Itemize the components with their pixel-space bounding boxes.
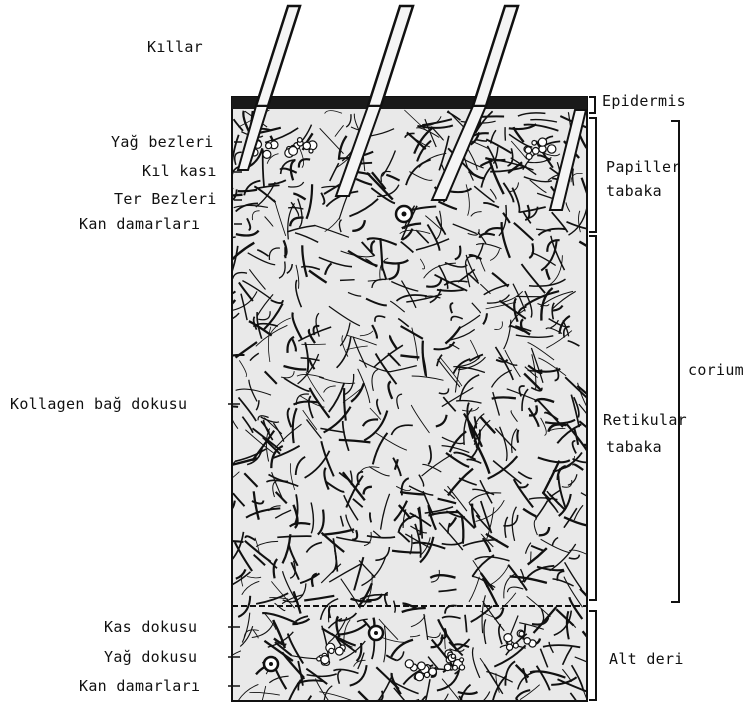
hair-shaft	[368, 6, 413, 106]
label-corium: corium	[688, 361, 744, 379]
label-blood-vessels-upper: Kan damarları	[79, 215, 200, 233]
hair-shaft	[473, 6, 518, 106]
label-subcutis: Alt deri	[609, 650, 684, 668]
reticular-bracket	[589, 236, 596, 600]
label-sweat-glands: Ter Bezleri	[114, 190, 217, 208]
label-collagen-tissue: Kollagen bağ dokusu	[10, 395, 187, 413]
label-blood-vessels-lower: Kan damarları	[79, 677, 200, 695]
papillary-bracket	[589, 118, 596, 232]
label-sebaceous-glands: Yağ bezleri	[111, 133, 214, 151]
label-hairs: Kıllar	[147, 38, 203, 56]
corium-bracket	[671, 121, 679, 602]
subcutis-bracket	[589, 611, 596, 700]
label-papillary-2: tabaka	[606, 182, 662, 200]
epidermis-bracket	[589, 97, 595, 113]
hair-shaft	[256, 6, 300, 106]
label-reticular-1: Retikular	[603, 411, 687, 429]
label-hair-muscle: Kıl kası	[142, 162, 217, 180]
label-papillary-1: Papiller	[606, 158, 681, 176]
label-muscle-tissue: Kas dokusu	[104, 618, 197, 636]
label-epidermis: Epidermis	[602, 92, 686, 110]
epidermis-layer	[232, 97, 587, 109]
label-fat-tissue: Yağ dokusu	[104, 648, 197, 666]
label-reticular-2: tabaka	[606, 438, 662, 456]
